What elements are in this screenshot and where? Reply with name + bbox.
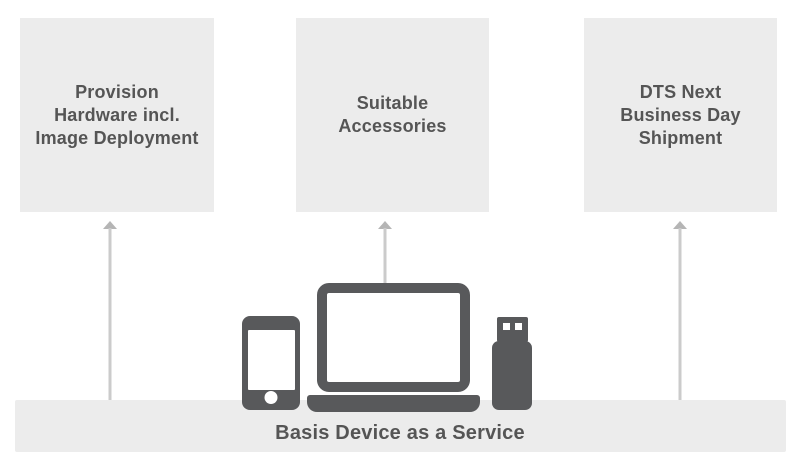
box-dts-shipment: DTS Next Business Day Shipment (584, 18, 777, 212)
smartphone-icon (242, 316, 300, 410)
arrow-shaft (383, 228, 387, 284)
arrow-shaft (678, 228, 682, 401)
usb-plug-hole (503, 323, 510, 330)
arrowhead-icon (103, 221, 117, 229)
smartphone-home-button (264, 391, 278, 404)
arrowhead-icon (673, 221, 687, 229)
box-provision-hardware: Provision Hardware incl. Image Deploymen… (20, 18, 214, 212)
base-service-label: Basis Device as a Service (275, 422, 525, 444)
usb-stick-icon (497, 317, 528, 342)
box-suitable-accessories: Suitable Accessories (296, 18, 489, 212)
usb-plug-hole (515, 323, 522, 330)
laptop-base (307, 395, 480, 412)
up-arrow-accessories-icon (377, 221, 393, 284)
up-arrow-provision-icon (102, 221, 118, 401)
usb-stick-body (492, 341, 532, 410)
up-arrow-shipment-icon (672, 221, 688, 401)
laptop-icon (317, 283, 470, 392)
box-suitable-accessories-label: Suitable Accessories (338, 93, 447, 136)
smartphone-screen (248, 330, 295, 390)
box-provision-hardware-label: Provision Hardware incl. Image Deploymen… (35, 81, 199, 148)
box-dts-shipment-label: DTS Next Business Day Shipment (620, 81, 741, 148)
arrowhead-icon (378, 221, 392, 229)
arrow-shaft (108, 228, 112, 401)
